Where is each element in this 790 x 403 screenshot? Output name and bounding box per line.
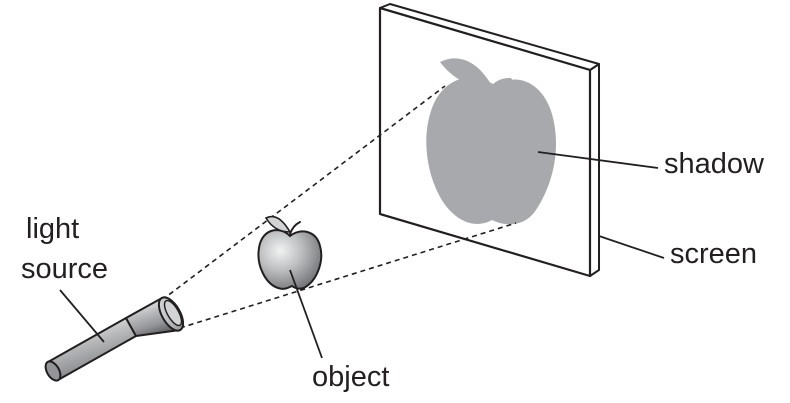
shadow-leaf <box>440 58 492 87</box>
shadow-stem <box>492 78 512 88</box>
apple-shadow <box>426 58 557 225</box>
object-label: object <box>312 361 390 393</box>
light-source-leader <box>59 289 105 343</box>
apple-leaf <box>264 215 292 233</box>
torch-lens <box>163 299 183 327</box>
shadow-leader <box>537 151 659 169</box>
lower-light-ray <box>179 222 517 329</box>
shadow-body <box>426 77 557 225</box>
apple-object <box>257 215 323 290</box>
object-leader <box>289 269 323 359</box>
screen-label: screen <box>670 238 758 270</box>
light-source-label-line2: source <box>21 253 109 285</box>
leader-lines <box>59 151 665 359</box>
apple-stem <box>289 221 301 235</box>
screen-leader <box>598 235 665 259</box>
torch-end-cap <box>44 360 62 382</box>
light-rays <box>161 85 517 329</box>
light-source-label-line1: light <box>26 213 80 245</box>
screen-side-edge <box>589 63 600 277</box>
shadow-label: shadow <box>664 148 764 180</box>
torch <box>44 296 185 382</box>
apple-body <box>257 229 323 290</box>
